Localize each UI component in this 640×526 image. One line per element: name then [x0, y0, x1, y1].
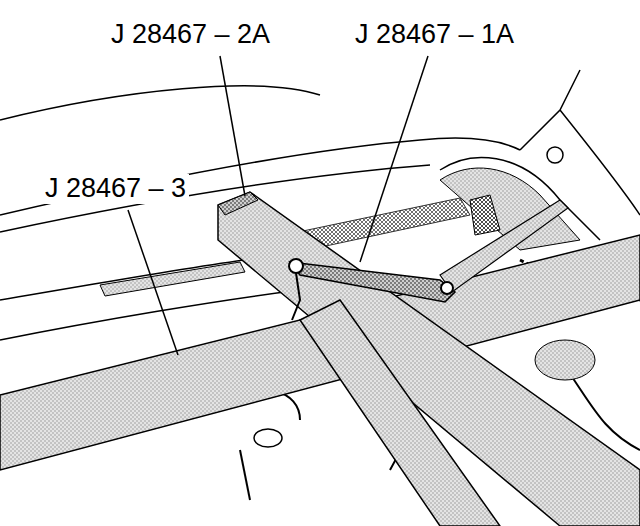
part-label: J 28467 – 2A — [108, 20, 273, 50]
part-label: J 28467 – 1A — [352, 20, 517, 50]
part-label: J 28467 – 3 — [42, 174, 189, 204]
